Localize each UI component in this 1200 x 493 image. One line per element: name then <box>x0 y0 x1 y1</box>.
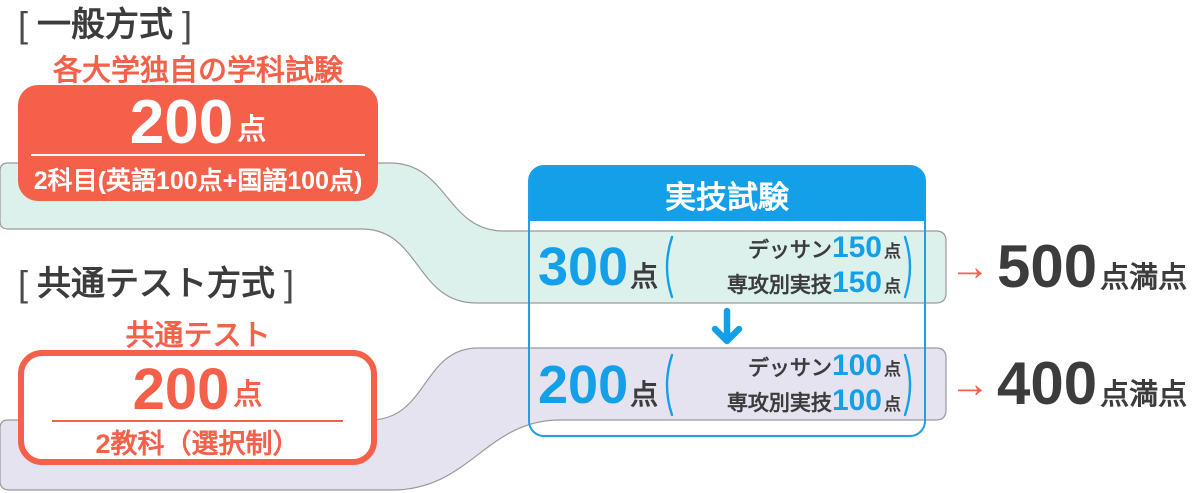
practical-score-unit: 点 <box>630 379 659 410</box>
kyotsu-score-unit: 点 <box>233 379 263 411</box>
breakdown-value: 100 <box>831 348 882 382</box>
kyotsu-exam-label: 共通テスト <box>125 320 271 352</box>
total-score-unit: 点満点 <box>1100 379 1188 411</box>
divider <box>31 154 365 156</box>
total-general: → 500 点満点 <box>950 231 1187 303</box>
breakdown-unit: 点 <box>884 277 901 296</box>
practical-row-kyotsu: 200 点 デッサン 100 点 専攻別実技 100 点 <box>538 348 919 421</box>
breakdown-line: 専攻別実技 100 点 <box>676 385 901 420</box>
practical-breakdown: デッサン 100 点 専攻別実技 100 点 <box>676 350 901 420</box>
practical-exam-header: 実技試験 <box>530 167 924 221</box>
breakdown-value: 150 <box>831 266 882 299</box>
breakdown-unit: 点 <box>884 242 901 261</box>
general-score-detail: 2科目(英語100点+国語100点) <box>33 166 363 195</box>
kyotsu-method-title: [ 共通テスト方式 ] <box>18 264 294 305</box>
general-score-value: 200 <box>129 87 234 157</box>
paren-left-icon <box>665 353 674 416</box>
open-bracket: [ <box>18 4 29 46</box>
paren-left-icon <box>665 235 674 299</box>
breakdown-label: デッサン <box>747 356 832 380</box>
practical-breakdown: デッサン 150 点 専攻別実技 150 点 <box>676 232 901 302</box>
practical-row-general: 300 点 デッサン 150 点 専攻別実技 150 点 <box>538 231 919 303</box>
result-arrow-icon: → <box>950 245 990 289</box>
breakdown-label: 専攻別実技 <box>726 391 832 415</box>
breakdown-value: 150 <box>831 231 882 264</box>
kyotsu-score-value: 200 <box>132 356 230 422</box>
practical-score-value: 300 <box>538 237 629 297</box>
practical-score-value: 200 <box>538 354 629 415</box>
close-bracket: ] <box>182 4 193 46</box>
kyotsu-score-detail: 2教科（選択制） <box>95 429 300 459</box>
breakdown-line: デッサン 150 点 <box>676 232 901 267</box>
general-method-title: [ 一般方式 ] <box>18 5 192 46</box>
total-score-unit: 点満点 <box>1100 262 1188 294</box>
breakdown-value: 100 <box>831 383 882 417</box>
total-score-value: 400 <box>997 350 1098 417</box>
breakdown-line: 専攻別実技 150 点 <box>676 267 901 302</box>
paren-right-icon <box>903 353 912 416</box>
breakdown-line: デッサン 100 点 <box>676 350 901 385</box>
down-arrow-icon <box>711 307 743 345</box>
general-exam-label: 各大学独自の学科試験 <box>52 55 343 87</box>
paren-right-icon <box>903 235 912 299</box>
general-method-title-text: 一般方式 <box>37 6 174 44</box>
breakdown-label: 専攻別実技 <box>726 274 832 297</box>
breakdown-unit: 点 <box>884 359 901 379</box>
total-kyotsu: → 400 点満点 <box>950 348 1187 420</box>
open-bracket: [ <box>18 263 29 305</box>
breakdown-unit: 点 <box>884 394 901 414</box>
general-score-box: 200 点 2科目(英語100点+国語100点) <box>18 85 378 201</box>
close-bracket: ] <box>284 263 295 305</box>
reduction-arrow <box>530 307 924 347</box>
divider <box>52 420 343 422</box>
general-score-unit: 点 <box>237 114 267 146</box>
practical-score-unit: 点 <box>630 261 659 292</box>
kyotsu-score-line: 200 点 <box>24 356 371 422</box>
total-score-value: 500 <box>997 233 1098 300</box>
result-arrow-icon: → <box>950 362 990 406</box>
breakdown-label: デッサン <box>747 239 832 262</box>
kyotsu-method-title-text: 共通テスト方式 <box>37 265 276 303</box>
general-score-line: 200 点 <box>18 85 378 157</box>
kyotsu-score-box: 200 点 2教科（選択制） <box>18 350 377 465</box>
practical-exam-box: 実技試験 300 点 デッサン 150 点 専攻別実技 150 点 <box>528 165 926 437</box>
